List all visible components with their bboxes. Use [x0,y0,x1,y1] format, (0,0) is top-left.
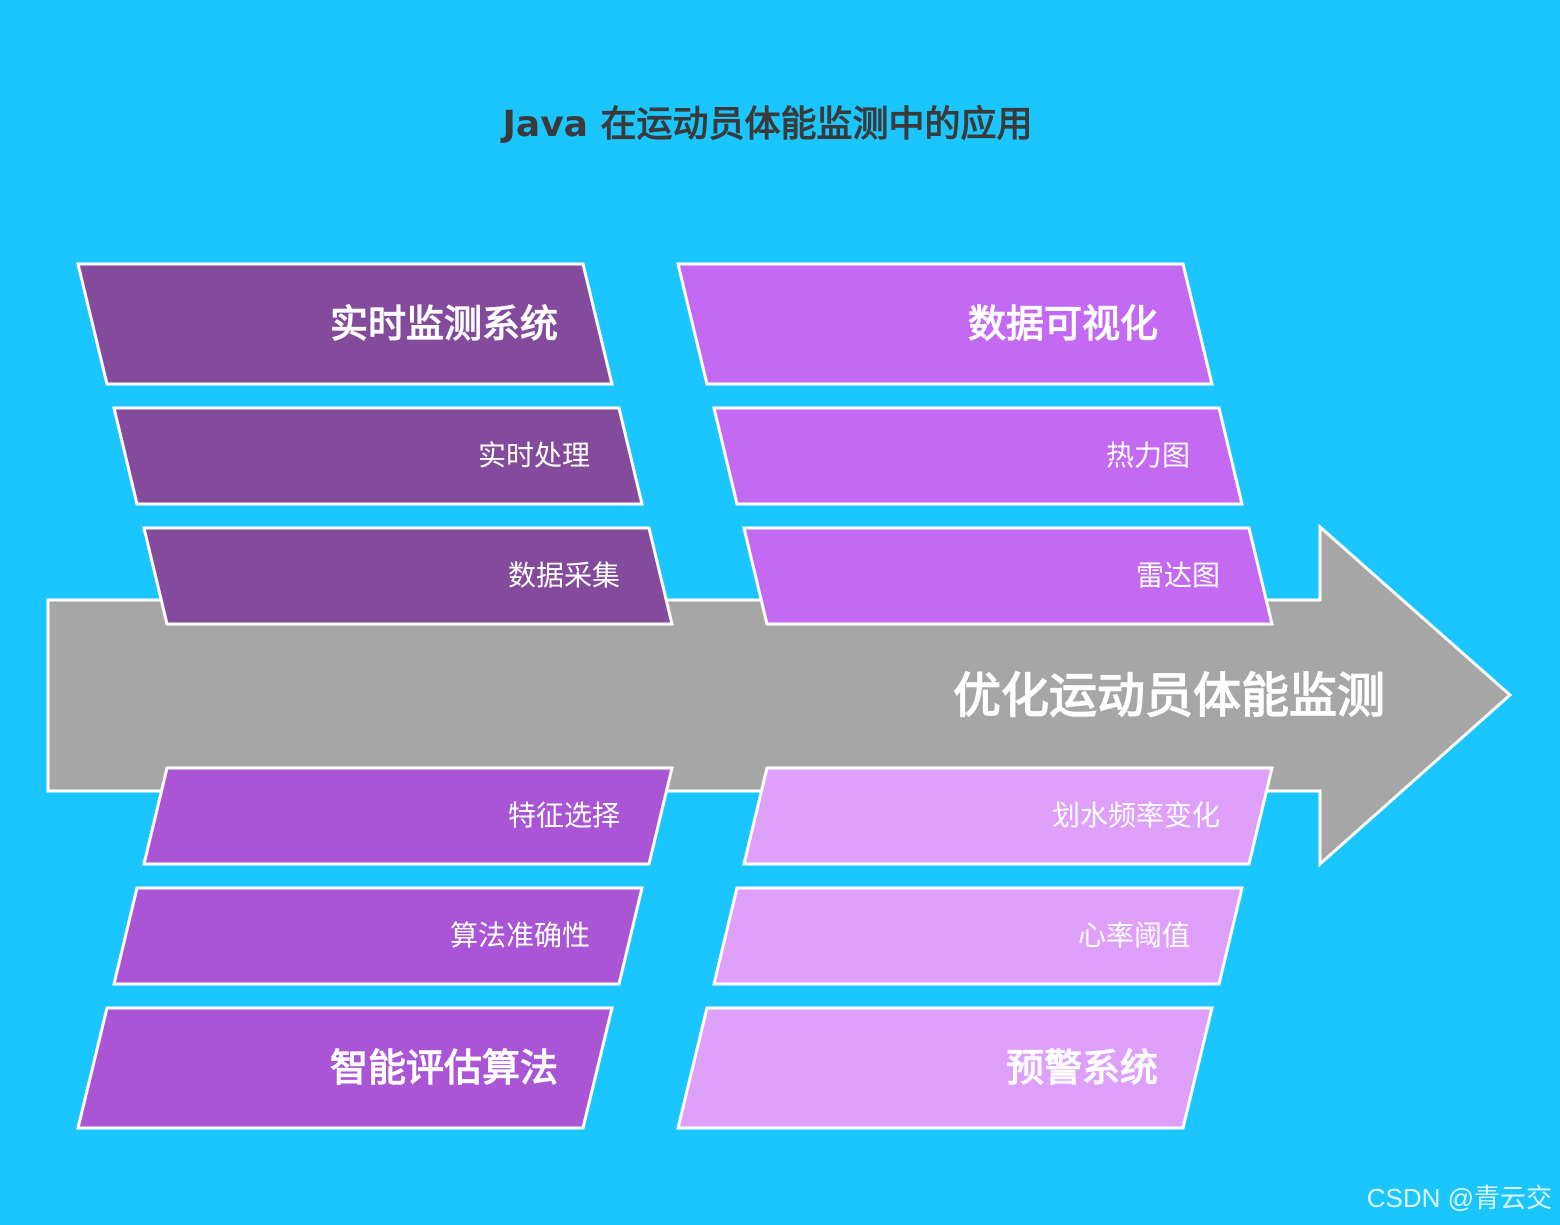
item-label-top-right-2: 雷达图 [1136,559,1220,592]
effect-label: 优化运动员体能监测 [953,668,1385,724]
item-box-bottom-right-2 [712,886,1244,986]
heading-label-bottom-left: 智能评估算法 [330,1046,558,1090]
item-label-bottom-left-2: 算法准确性 [450,919,590,952]
item-box-top-right-1 [712,406,1244,506]
item-box-top-left-2 [142,526,674,626]
item-label-bottom-left-1: 特征选择 [508,799,620,832]
item-box-bottom-left-2 [112,886,644,986]
item-label-top-right-1: 热力图 [1106,439,1190,472]
item-box-top-left-1 [112,406,644,506]
item-box-bottom-left-1 [142,766,674,866]
item-label-bottom-right-2: 心率阈值 [1078,919,1190,952]
heading-box-top-left [76,262,614,386]
item-box-top-right-2 [742,526,1274,626]
heading-label-top-left: 实时监测系统 [330,302,558,346]
heading-box-bottom-left [76,1006,614,1130]
heading-box-bottom-right [676,1006,1214,1130]
heading-box-top-right [676,262,1214,386]
heading-label-top-right: 数据可视化 [968,302,1158,346]
item-label-bottom-right-1: 划水频率变化 [1052,799,1220,832]
heading-label-bottom-right: 预警系统 [1006,1046,1158,1090]
item-label-top-left-1: 实时处理 [478,439,590,472]
watermark: CSDN @青云交 [1366,1183,1552,1213]
item-label-top-left-2: 数据采集 [508,559,620,592]
item-box-bottom-right-1 [742,766,1274,866]
diagram-title: Java 在运动员体能监测中的应用 [502,104,1033,145]
